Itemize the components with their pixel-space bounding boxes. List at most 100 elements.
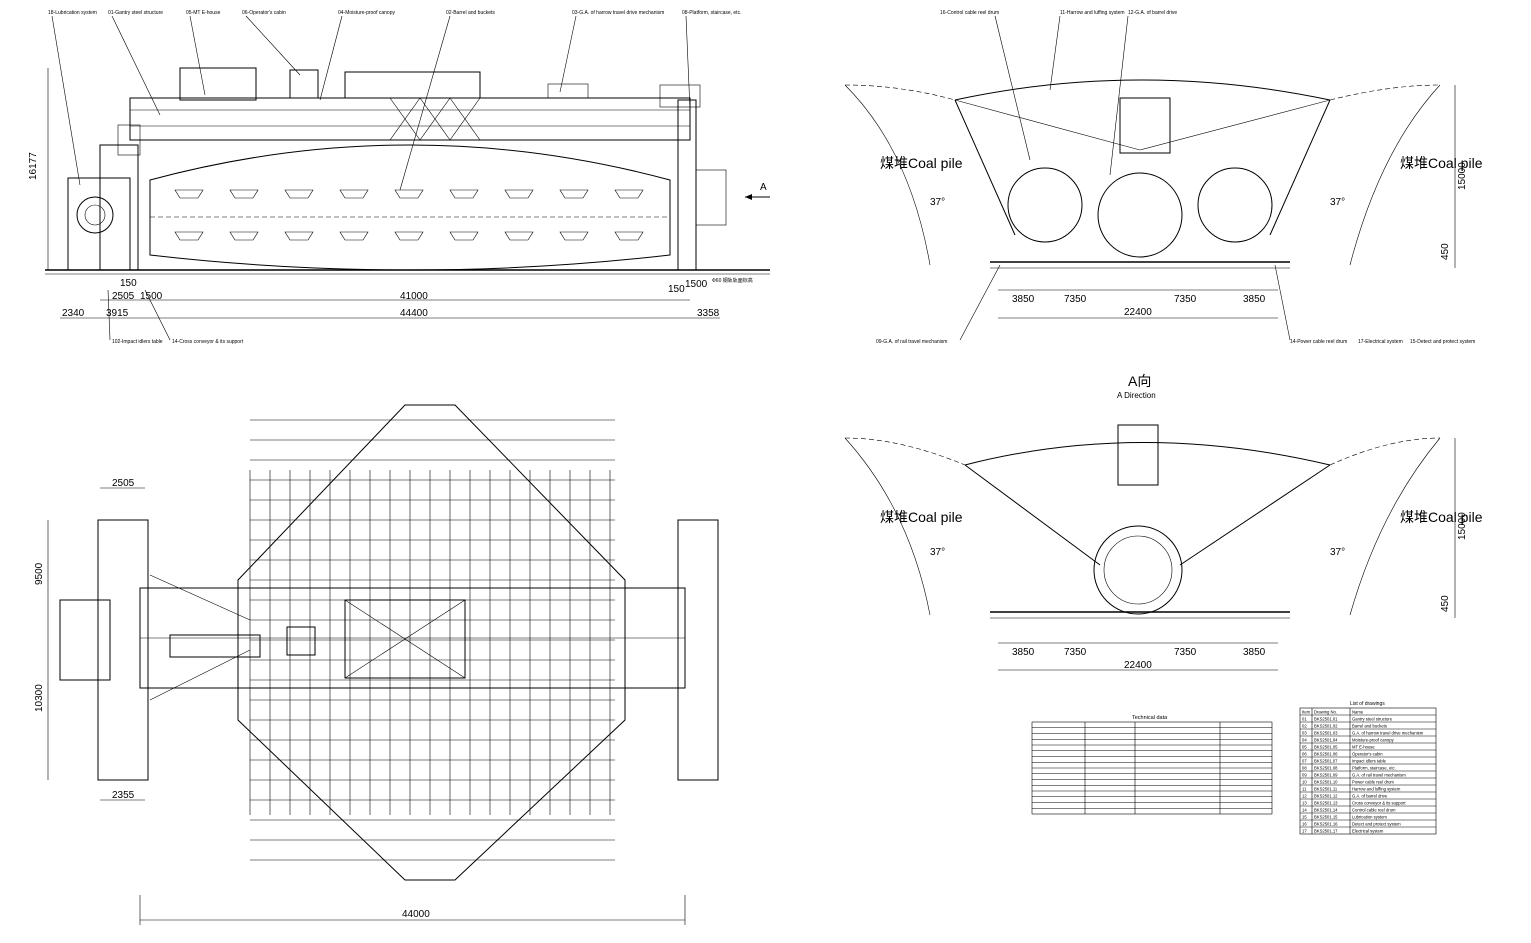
plan-dim-2505: 2505 xyxy=(112,478,135,489)
drawing-list-cell: Impact idlers table xyxy=(1352,758,1387,763)
dim2-3850-right: 3850 xyxy=(1243,647,1266,658)
drawing-list-cell: 10 xyxy=(1302,779,1307,784)
coal-pile-label-left-2: 煤堆Coal pile xyxy=(880,509,963,525)
tech-table-title: Technical data xyxy=(1132,715,1168,721)
side-view-label: 04-Moisture-proof canopy xyxy=(338,10,395,16)
plan-dim-2355: 2355 xyxy=(112,790,135,801)
drawing-list-cell: BKS2501.16 xyxy=(1314,821,1338,826)
drawing-list-cell: Harrow and luffing system xyxy=(1352,786,1401,791)
dim-2505: 2505 xyxy=(112,291,135,302)
height-15000: 15000 xyxy=(1457,162,1468,190)
height-dimension: 16177 xyxy=(28,152,39,180)
dim-41000: 41000 xyxy=(400,291,428,302)
drawing-list-cell: Electrical system xyxy=(1352,828,1384,833)
drawing-list-cell: Moisture-proof canopy xyxy=(1352,737,1395,742)
side-view-label: 18-Lubrication system xyxy=(48,10,97,16)
drawing-list-cell: 07 xyxy=(1302,758,1307,763)
dim-3850-right: 3850 xyxy=(1243,294,1266,305)
drawing-list-cell: 08 xyxy=(1302,765,1307,770)
drawing-list-cell: BKS2501.17 xyxy=(1314,828,1338,833)
drawing-list-cell: 14 xyxy=(1302,807,1307,812)
end-view-upper: 煤堆Coal pile 煤堆Coal pile 37° 37° 3850 735… xyxy=(844,10,1483,345)
drawing-list-cell: BKS2501.04 xyxy=(1314,737,1338,742)
drawing-list-cell: G.A. of rail travel mechanism xyxy=(1352,772,1406,777)
angle-left-2: 37° xyxy=(930,547,945,558)
side-view-label: 01-Gantry steel structure xyxy=(108,10,163,16)
drawing-list-cell: Detect and protect system xyxy=(1352,821,1401,826)
angle-right-2: 37° xyxy=(1330,547,1345,558)
drawing-list-cell: BKS2501.02 xyxy=(1314,723,1338,728)
side-view-label: 08-Platform, staircase, etc. xyxy=(682,10,741,16)
dim2-7350-left: 7350 xyxy=(1064,647,1087,658)
label-rail-travel: 09-G.A. of rail travel mechanism xyxy=(876,339,947,345)
dim-3358: 3358 xyxy=(697,308,720,319)
drawing-list-cell: 01 xyxy=(1302,716,1307,721)
angle-left: 37° xyxy=(930,197,945,208)
view-subtitle: A Direction xyxy=(1117,391,1156,400)
drawing-list-cell: 02 xyxy=(1302,723,1307,728)
drawing-list-cell: BKS2501.15 xyxy=(1314,814,1338,819)
drawing-list-cell: Name xyxy=(1352,709,1364,714)
drawing-list-cell: Drawing No. xyxy=(1314,709,1337,714)
label-control-cable-reel: 16-Control cable reel drum xyxy=(940,10,999,16)
dim2-3850-left: 3850 xyxy=(1012,647,1035,658)
drawing-list-cell: BKS2501.13 xyxy=(1314,800,1338,805)
drawing-list-cell: BKS2501.06 xyxy=(1314,751,1338,756)
dim-3850-left: 3850 xyxy=(1012,294,1035,305)
side-view-label: 02-Barrel and buckets xyxy=(446,10,495,16)
end-view-a-direction: A向 A Direction 煤堆Coal pile 煤堆Coal pile 3… xyxy=(844,373,1483,671)
drawing-list-cell: 06 xyxy=(1302,751,1307,756)
drawing-list-cell: G.A. of barrel drive xyxy=(1352,793,1388,798)
dim-2340: 2340 xyxy=(62,308,85,319)
drawing-list-cell: Control cable reel drum xyxy=(1352,807,1396,812)
drawing-list-cell: BKS2501.03 xyxy=(1314,730,1338,735)
coal-pile-label-left: 煤堆Coal pile xyxy=(880,155,963,171)
drawing-list-cell: BKS2501.09 xyxy=(1314,772,1338,777)
drawing-list-cell: BKS2501.07 xyxy=(1314,758,1338,763)
drawing-list-cell: 11 xyxy=(1302,786,1307,791)
height2-450: 450 xyxy=(1440,595,1451,612)
side-view-label: 06-Operator's cabin xyxy=(242,10,286,16)
label-barrel-drive: 12-G.A. of barrel drive xyxy=(1128,10,1177,16)
label-harrow-luffing: 11-Harrow and luffing system xyxy=(1060,10,1125,16)
coal-pile-label-right-2: 煤堆Coal pile xyxy=(1400,509,1483,525)
drawing-list-cell: Operator's cabin xyxy=(1352,751,1383,756)
drawing-list-cell: 05 xyxy=(1302,744,1307,749)
dim-1500-right: 1500 xyxy=(685,279,708,290)
drawing-list-cell: G.A. of harrow travel drive mechanism xyxy=(1352,730,1424,735)
drawing-list-cell: MT E-house xyxy=(1352,744,1375,749)
drawing-list-cell: 04 xyxy=(1302,737,1307,742)
drawing-list-cell: 03 xyxy=(1302,730,1307,735)
side-elevation-view: A 16177 2340 3915 44400 3358 150 2505 15… xyxy=(28,10,770,345)
drawing-list-cell: 15 xyxy=(1302,814,1307,819)
plan-dim-9500: 9500 xyxy=(34,562,45,585)
plan-dim-44000: 44000 xyxy=(402,909,430,920)
drawing-list-title: List of drawings xyxy=(1350,701,1385,707)
dim-3915: 3915 xyxy=(106,308,129,319)
plan-dim-10300: 10300 xyxy=(34,684,45,712)
view-title: A向 xyxy=(1128,373,1151,389)
drawing-list-cell: 16 xyxy=(1302,821,1307,826)
drawing-list-cell: Item xyxy=(1302,709,1311,714)
label-power-cable-reel: 14-Power cable reel drum xyxy=(1290,339,1347,345)
drawing-list-cell: BKS2501.05 xyxy=(1314,744,1338,749)
height2-15000: 15000 xyxy=(1457,512,1468,540)
drawing-list-cell: BKS2501.11 xyxy=(1314,786,1338,791)
drawing-list-cell: BKS2501.08 xyxy=(1314,765,1338,770)
drawing-list-cell: Barrel and buckets xyxy=(1352,723,1387,728)
angle-right: 37° xyxy=(1330,197,1345,208)
dim-150-left: 150 xyxy=(120,278,137,289)
dim2-22400: 22400 xyxy=(1124,660,1152,671)
dim-44400: 44400 xyxy=(400,308,428,319)
ground-level-label: Ф60 钢轨轨面标高 xyxy=(712,277,753,284)
direction-arrow-label: A xyxy=(760,182,767,193)
dim-7350-right: 7350 xyxy=(1174,294,1197,305)
plan-view: 9500 10300 2505 2355 44000 xyxy=(34,404,719,925)
height-450: 450 xyxy=(1440,243,1451,260)
drawing-list-cell: Power cable reel drum xyxy=(1352,779,1394,784)
label-electrical-system: 17-Electrical system xyxy=(1358,339,1403,345)
dim2-7350-right: 7350 xyxy=(1174,647,1197,658)
dim-1500-left: 1500 xyxy=(140,291,163,302)
